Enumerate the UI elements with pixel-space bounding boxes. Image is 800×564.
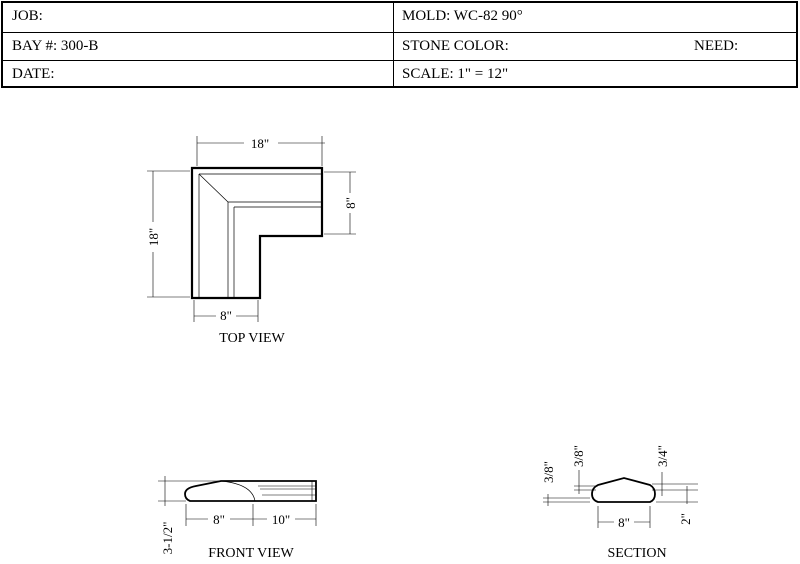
section-dim-top-3-4: 3/4" — [655, 445, 670, 467]
top-view-miter-line — [198, 173, 229, 203]
section-dimension-lines — [543, 470, 698, 528]
title-block: JOB: MOLD: WC-82 90° BAY #: 300-B STONE … — [1, 1, 798, 88]
title-block-row-2: BAY #: 300-B STONE COLOR: NEED: — [3, 32, 796, 60]
section-dim-top-3-8: 3/8" — [571, 445, 586, 467]
top-view: 18" 18" 8" 8" TOP VIEW — [145, 135, 359, 346]
title-block-row-1: JOB: MOLD: WC-82 90° — [3, 3, 796, 31]
scale-field: SCALE: 1" = 12" — [402, 66, 509, 82]
dim-text-mask — [343, 193, 359, 213]
front-view-dim-height: 3-1/2" — [160, 522, 175, 555]
top-view-title: TOP VIEW — [219, 331, 285, 346]
dim-text-mask — [614, 514, 634, 530]
section-outline — [591, 477, 656, 503]
stone-color-field: STONE COLOR: — [402, 38, 509, 54]
top-view-dim-top: 18" — [251, 136, 269, 151]
mold-field: MOLD: WC-82 90° — [402, 8, 523, 24]
title-block-divider — [393, 3, 394, 86]
top-view-dim-left: 18" — [146, 228, 161, 246]
bay-field: BAY #: 300-B — [12, 38, 99, 54]
front-view-dim-right-width: 10" — [272, 512, 290, 527]
dim-text-mask — [216, 308, 236, 324]
front-view: 8" 10" 3-1/2" FRONT VIEW — [158, 476, 317, 561]
section-title: SECTION — [607, 546, 666, 561]
top-view-dim-bottom: 8" — [220, 308, 232, 323]
front-view-curve — [220, 480, 256, 502]
top-view-outline — [190, 166, 324, 300]
front-view-outline — [184, 480, 317, 502]
front-view-title: FRONT VIEW — [208, 546, 294, 561]
top-view-dimension-lines — [147, 136, 356, 322]
front-view-dim-left-width: 8" — [213, 512, 225, 527]
section-dim-width: 8" — [618, 515, 630, 530]
title-block-row-3: DATE: SCALE: 1" = 12" — [3, 60, 796, 88]
section-view: 3/8" 3/8" 3/4" 8" 2" SECTION — [541, 445, 698, 561]
job-field: JOB: — [12, 8, 43, 24]
dim-text-mask — [208, 511, 230, 527]
dim-text-mask — [244, 135, 278, 151]
dim-text-mask — [267, 511, 295, 527]
top-view-dim-right: 8" — [343, 197, 358, 209]
section-dim-height: 2" — [678, 513, 693, 525]
section-dim-left-3-8: 3/8" — [541, 461, 556, 483]
date-field: DATE: — [12, 66, 55, 82]
dim-text-mask — [145, 222, 161, 252]
need-field: NEED: — [694, 38, 739, 54]
